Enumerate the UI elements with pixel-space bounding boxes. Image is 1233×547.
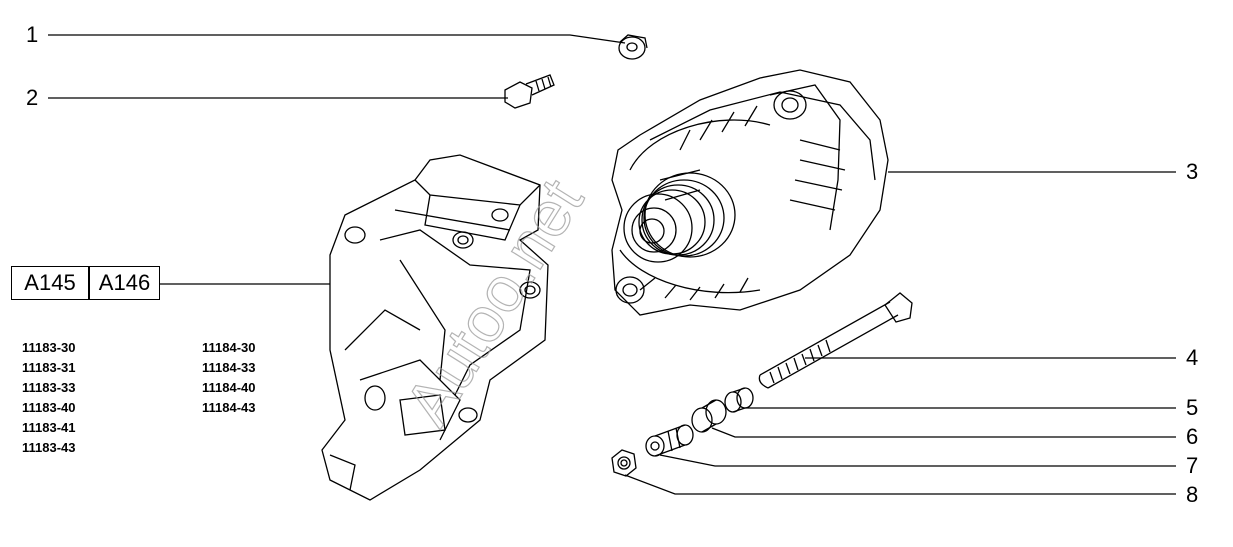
- ref-box-a145[interactable]: A145: [11, 266, 89, 300]
- model-code: 11183-33: [22, 380, 76, 395]
- mounting-bracket: [321, 154, 549, 501]
- alternator-pulley: [623, 172, 736, 263]
- callout-3: 3: [1186, 159, 1199, 184]
- callout-1: 1: [26, 22, 39, 47]
- callout-7: 7: [1186, 453, 1199, 478]
- bolt-part-2: [504, 74, 555, 109]
- long-bolt-part-4: [758, 292, 913, 389]
- callout-4: 4: [1186, 345, 1199, 370]
- sleeve-part-6: [691, 399, 727, 433]
- nut-part-8: [611, 449, 637, 477]
- model-code: 11183-31: [22, 360, 76, 375]
- callout-8: 8: [1186, 482, 1199, 507]
- model-code: 11183-40: [22, 400, 76, 415]
- spacer-part-7: [645, 424, 694, 457]
- leader-line-1: [48, 34, 626, 44]
- leader-line-6: [711, 427, 1176, 438]
- nut-part-1: [618, 34, 648, 60]
- watermark: Autoo.net: [391, 167, 597, 438]
- model-code: 11184-30: [202, 340, 256, 355]
- callout-6: 6: [1186, 424, 1199, 449]
- model-code: 11183-41: [22, 420, 76, 435]
- callout-2: 2: [26, 85, 39, 110]
- model-code: 11184-33: [202, 360, 256, 375]
- model-code: 11184-40: [202, 380, 256, 395]
- model-code: 11183-43: [22, 440, 76, 455]
- model-codes-right: 11184-30 11184-33 11184-40 11184-43: [202, 338, 256, 418]
- alternator: [611, 69, 889, 316]
- bush-part-5: [724, 387, 754, 413]
- model-code: 11183-30: [22, 340, 76, 355]
- leader-line-8: [624, 474, 1176, 495]
- model-codes-left: 11183-30 11183-31 11183-33 11183-40 1118…: [22, 338, 76, 458]
- model-code: 11184-43: [202, 400, 256, 415]
- ref-box-a146[interactable]: A146: [89, 266, 160, 300]
- callout-5: 5: [1186, 395, 1199, 420]
- leader-line-7: [659, 454, 1176, 467]
